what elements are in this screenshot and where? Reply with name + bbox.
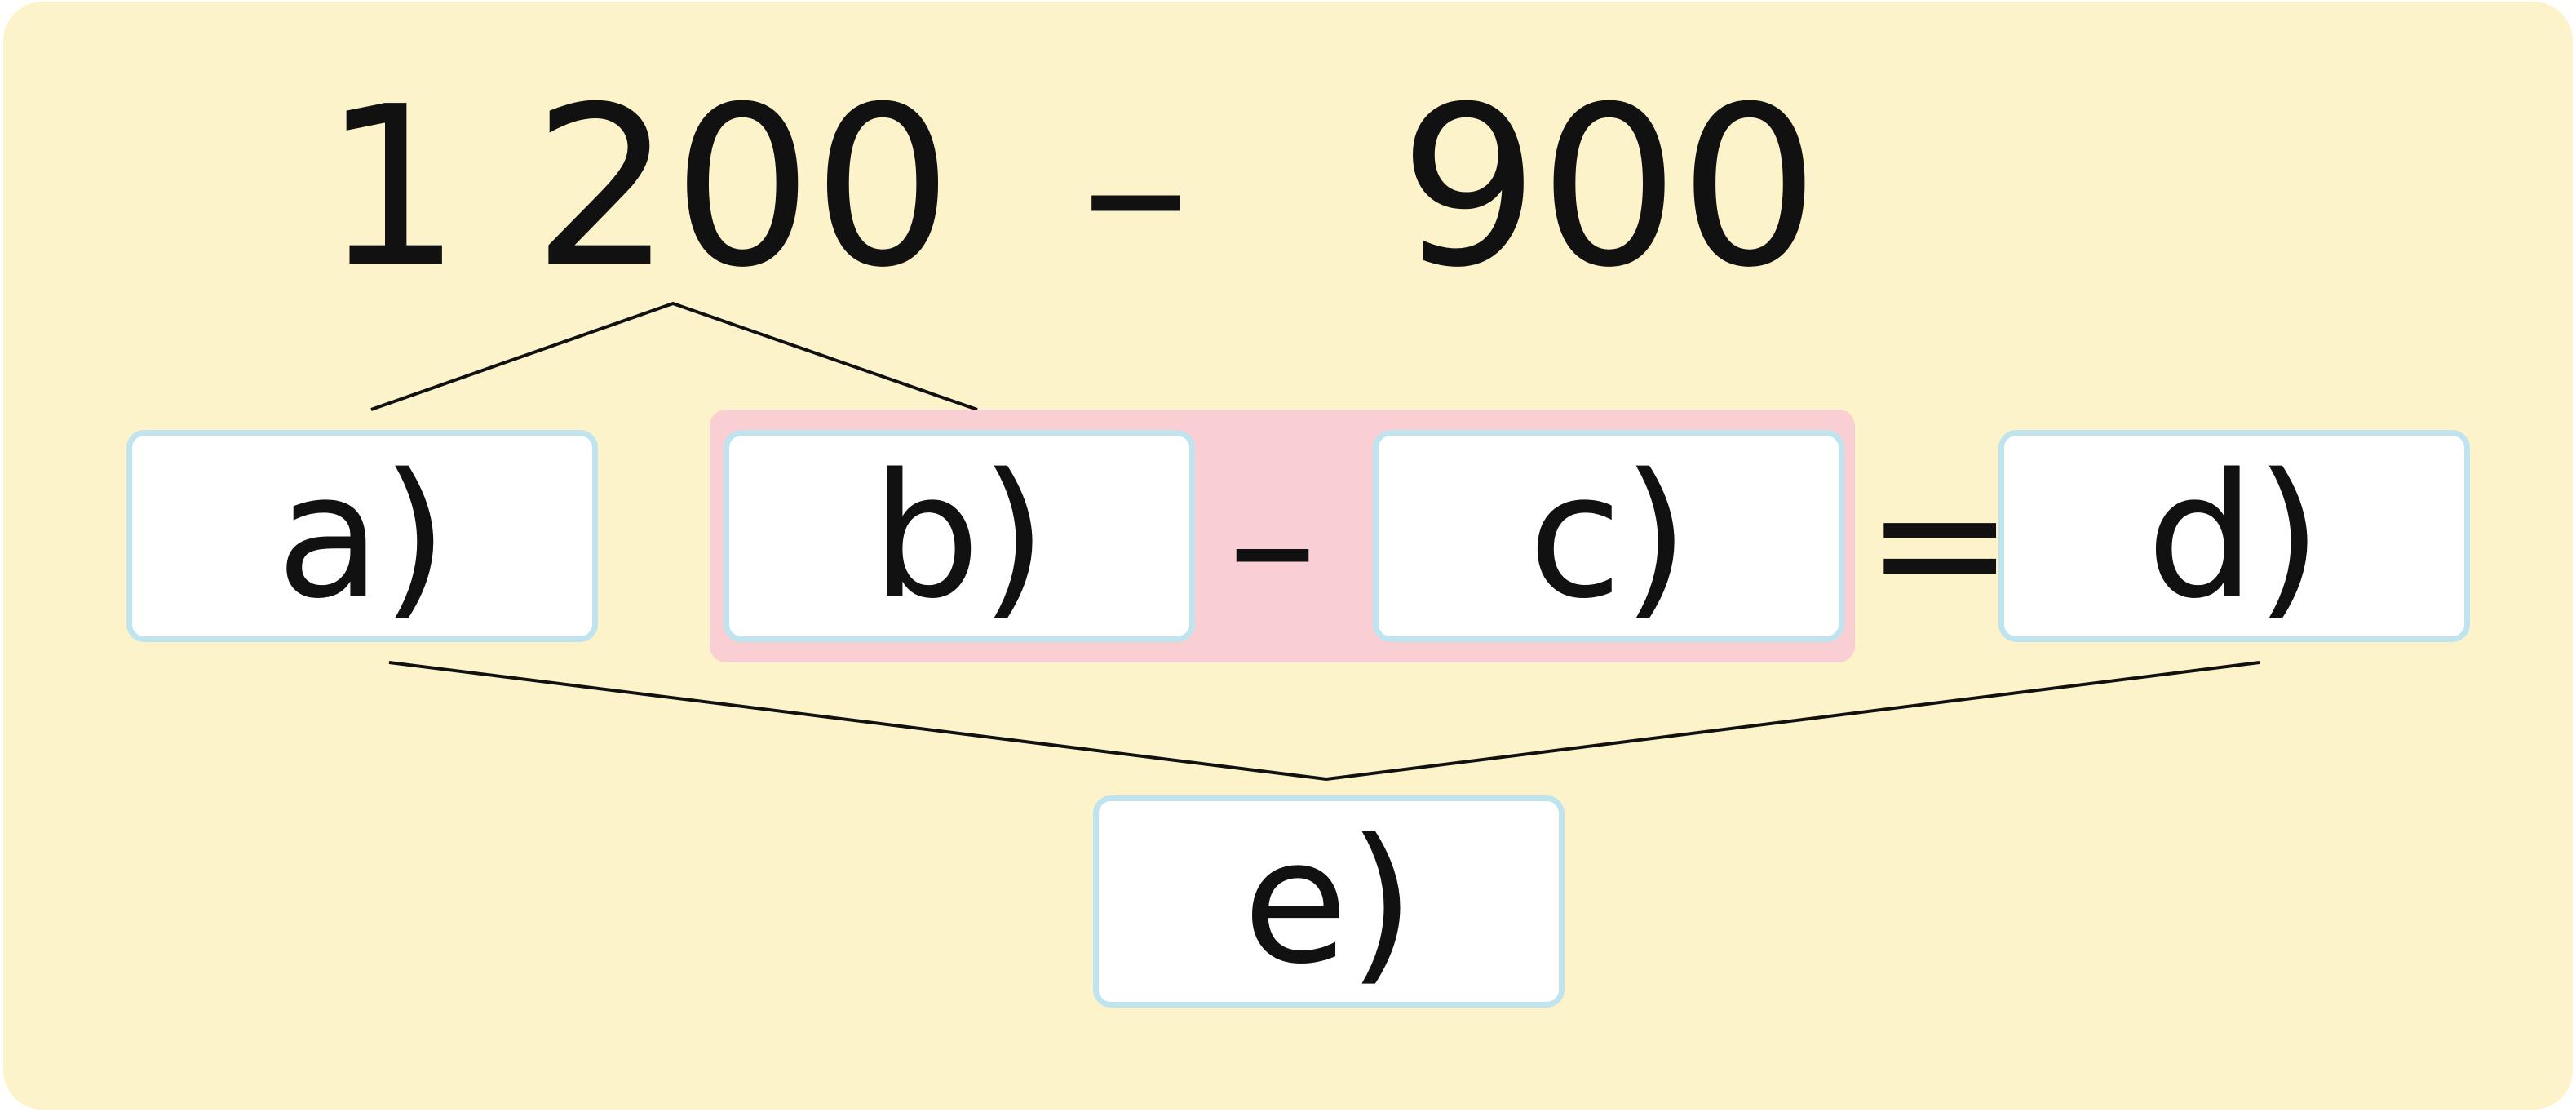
answer-box-c[interactable]: c)	[1373, 430, 1844, 642]
answer-box-e-label: e)	[1242, 801, 1415, 1002]
answer-box-c-label: c)	[1528, 436, 1689, 636]
equals-sign: =	[1865, 438, 2016, 647]
answer-box-e[interactable]: e)	[1093, 795, 1565, 1008]
answer-box-b-label: b)	[871, 436, 1047, 636]
join-lines-bottom	[388, 661, 2260, 782]
answer-box-d-label: d)	[2146, 436, 2322, 636]
answer-box-a-label: a)	[276, 436, 449, 636]
answer-box-a[interactable]: a)	[126, 430, 598, 642]
answer-box-b[interactable]: b)	[724, 430, 1195, 642]
minuend-number: 1 200	[322, 59, 953, 316]
expression-minus-sign: –	[1081, 59, 1191, 316]
minus-sign: –	[1228, 438, 1317, 647]
answer-box-d[interactable]: d)	[1998, 430, 2470, 642]
split-lines-top	[370, 301, 978, 411]
subtrahend-number: 900	[1399, 59, 1820, 316]
